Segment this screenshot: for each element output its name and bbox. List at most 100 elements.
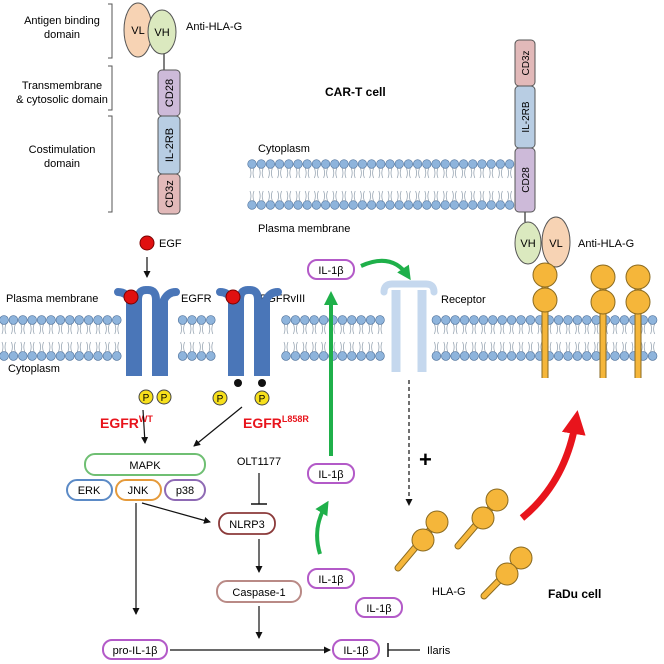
lipid-tail — [199, 341, 204, 353]
hla-g-domain-icon — [590, 264, 616, 290]
lipid-tail — [360, 167, 365, 179]
erk-box — [66, 479, 113, 501]
lipid-head — [525, 315, 536, 325]
lipid-head — [275, 159, 285, 169]
lipid-tail — [304, 190, 310, 202]
lipid-tail — [368, 323, 373, 335]
lipid-tail — [424, 190, 430, 202]
lipid-tail — [377, 323, 383, 335]
lipid-tail — [268, 167, 273, 179]
lipid-head — [281, 315, 291, 325]
lipid-tail — [452, 190, 457, 202]
lipid-tail — [481, 323, 486, 335]
lipid-tail — [612, 341, 618, 353]
car-construct-legend: Antigen binding domain Transmembrane & c… — [16, 2, 242, 215]
lipid-tail — [452, 341, 458, 353]
lipid-tail — [499, 341, 505, 353]
lipid-head — [196, 315, 207, 325]
lipid-tail — [268, 190, 273, 202]
il1b-label: IL-1β — [343, 645, 368, 657]
mapk-box — [84, 453, 206, 476]
pro-il1b-label: pro-IL-1β — [113, 645, 158, 657]
lipid-head — [311, 159, 322, 169]
jnk-box — [115, 479, 162, 501]
lipid-tail — [488, 167, 494, 179]
antigen-binding-label-1: Antigen binding — [24, 15, 100, 27]
lipid-tail — [39, 341, 44, 353]
membrane-hla-g-2 — [590, 264, 616, 378]
lipid-head — [505, 159, 515, 169]
lipid-head — [177, 351, 188, 361]
caspase1-label: Caspase-1 — [232, 587, 285, 599]
lipid-tail — [249, 167, 255, 179]
costimulation-bracket — [108, 115, 113, 213]
lipid-head — [582, 315, 592, 325]
phospho-icon — [254, 390, 270, 406]
lipid-tail — [584, 341, 590, 353]
ilaris-label: Ilaris — [427, 645, 451, 657]
lipid-head — [83, 315, 94, 325]
lipid-head — [112, 351, 122, 361]
hla-g-domain-icon — [532, 262, 558, 288]
egfr-l858r-label: EGFRL858R — [243, 414, 309, 431]
lipid-head — [647, 351, 658, 361]
lipid-tail — [286, 190, 292, 202]
il1b-label: IL-1β — [318, 574, 343, 586]
il1b-box — [332, 639, 380, 660]
lipid-head — [365, 315, 376, 325]
lipid-tail — [518, 323, 524, 335]
lipid-head — [413, 200, 423, 210]
phospho-icon — [138, 389, 154, 405]
lipid-tail — [488, 190, 494, 202]
legend-vh-label: VH — [154, 27, 169, 39]
lipid-head — [177, 315, 188, 325]
lipid-tail — [67, 341, 73, 353]
hla-g-domain-icon — [625, 289, 651, 315]
lipid-head — [337, 351, 348, 361]
lipid-head — [459, 315, 470, 325]
hla-g-domain-icon — [471, 506, 495, 530]
lipid-head — [477, 200, 487, 210]
lipid-tail — [509, 323, 514, 335]
lipid-head — [187, 315, 197, 325]
lipid-tail — [575, 341, 580, 353]
lipid-head — [265, 200, 276, 210]
lipid-tail — [433, 167, 439, 179]
lipid-head — [46, 315, 56, 325]
lipid-head — [247, 200, 257, 210]
lipid-tail — [396, 167, 402, 179]
lipid-tail — [48, 323, 54, 335]
lipid-head — [375, 315, 385, 325]
lipid-tail — [286, 167, 292, 179]
lipid-tail — [650, 323, 655, 335]
lipid-head — [309, 315, 319, 325]
lipid-tail — [442, 190, 448, 202]
lipid-head — [309, 351, 319, 361]
car-vh-domain — [514, 221, 542, 265]
lipid-tail — [461, 167, 466, 179]
lipid-head — [459, 200, 469, 210]
lipid-head — [394, 200, 404, 210]
lipid-head — [321, 159, 331, 169]
lipid-head — [0, 315, 9, 325]
lipid-head — [486, 159, 496, 169]
hla-g-translocation-arrow — [519, 410, 586, 521]
lipid-tail — [323, 167, 328, 179]
egfrviii-receptor: P P — [212, 286, 282, 406]
lipid-head — [356, 315, 366, 325]
lipid-head — [302, 159, 312, 169]
lipid-head — [36, 315, 47, 325]
lipid-head — [284, 200, 294, 210]
lipid-tail — [499, 323, 505, 335]
p38-box — [164, 479, 206, 501]
receptor-chains — [391, 290, 427, 372]
lipid-head — [65, 351, 75, 361]
lipid-head — [300, 351, 310, 361]
lipid-head — [206, 315, 216, 325]
legend-vh-domain — [147, 9, 177, 55]
car-il2rb-label: IL-2RB — [521, 101, 532, 132]
lipid-tail — [490, 341, 496, 353]
lipid-tail — [95, 323, 101, 335]
lipid-tail — [350, 190, 356, 202]
lipid-head — [36, 351, 47, 361]
